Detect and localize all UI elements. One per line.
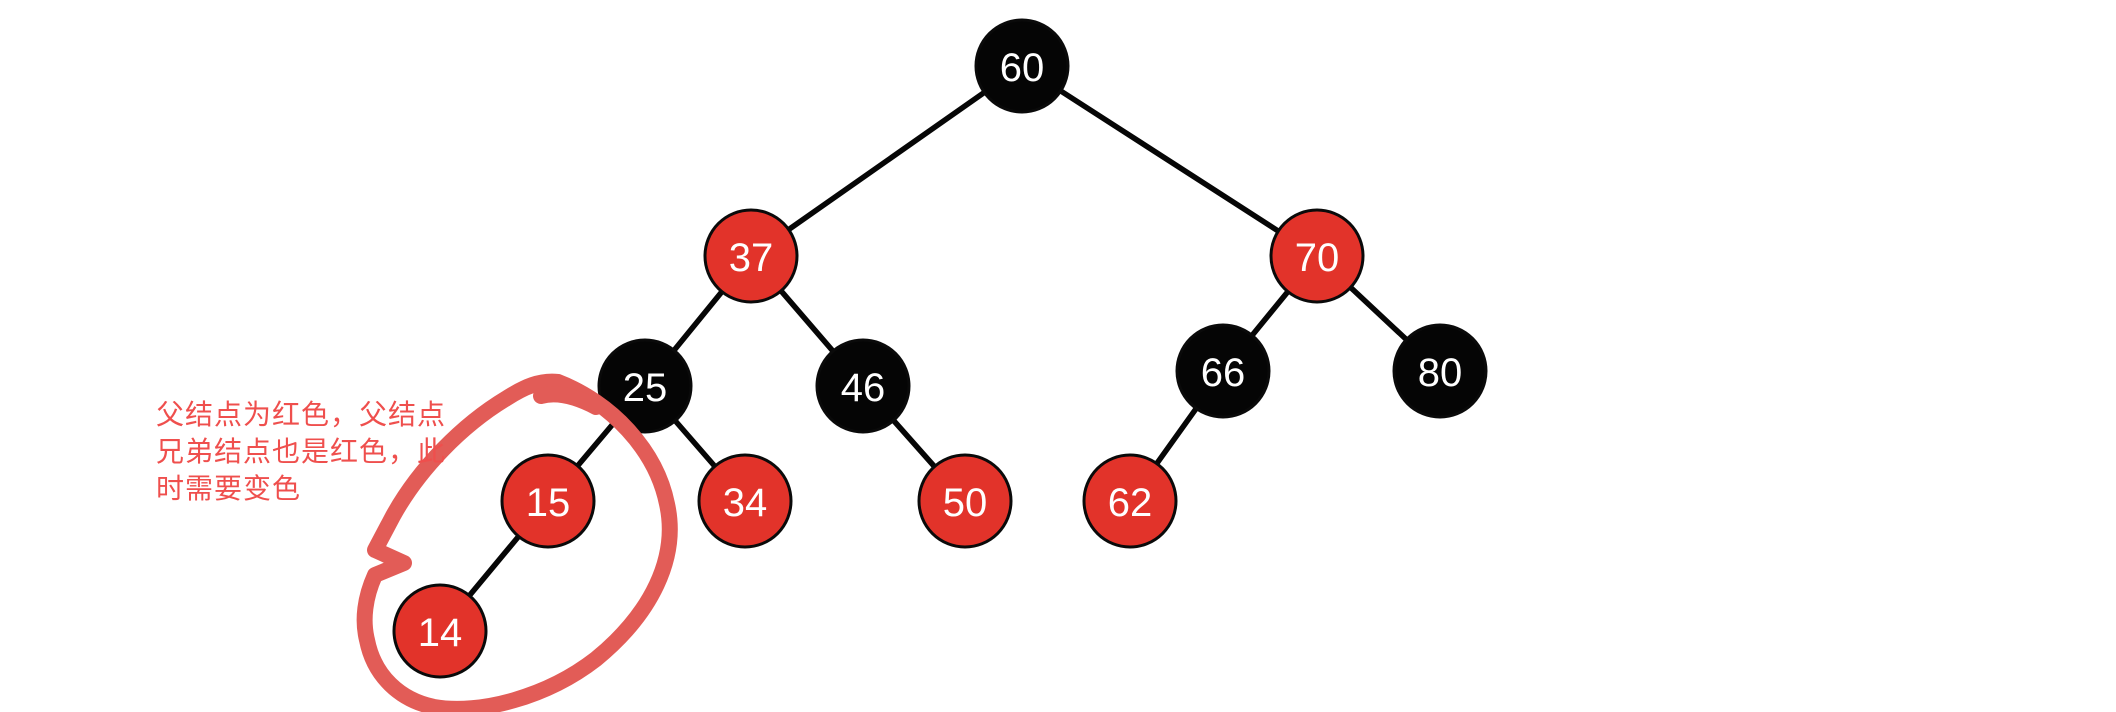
tree-edge-60-70 (1019, 63, 1320, 259)
tree-node-circle-50 (917, 453, 1013, 549)
tree-node-circle-14 (392, 583, 488, 679)
tree-node-80: 80 (1392, 323, 1488, 419)
tree-node-label-62: 62 (1108, 481, 1153, 525)
tree-edge-60-37 (748, 63, 1025, 259)
tree-node-circle-37 (703, 208, 799, 304)
tree-node-15: 15 (500, 453, 596, 549)
tree-node-label-66: 66 (1201, 351, 1246, 395)
tree-node-label-60: 60 (1000, 46, 1045, 90)
tree-node-label-14: 14 (418, 611, 463, 655)
tree-node-label-25: 25 (623, 366, 668, 410)
annotation-text-line-1: 父结点为红色，父结点 (156, 399, 447, 430)
tree-node-circle-66 (1175, 323, 1271, 419)
tree-node-46: 46 (815, 338, 911, 434)
tree-node-60: 60 (974, 18, 1070, 114)
tree-node-66: 66 (1175, 323, 1271, 419)
tree-node-label-37: 37 (729, 236, 774, 280)
annotation-text: 父结点为红色，父结点 兄弟结点也是红色，此 时需要变色 (156, 396, 446, 507)
tree-node-25: 25 (597, 338, 693, 434)
tree-node-50: 50 (917, 453, 1013, 549)
tree-node-circle-70 (1269, 208, 1365, 304)
tree-node-label-80: 80 (1418, 351, 1463, 395)
hand-drawn-circle-annotation (356, 373, 678, 712)
tree-node-label-15: 15 (526, 481, 571, 525)
tree-node-circle-60 (974, 18, 1070, 114)
tree-node-circle-62 (1082, 453, 1178, 549)
tree-node-circle-80 (1392, 323, 1488, 419)
tree-node-34: 34 (697, 453, 793, 549)
tree-node-label-50: 50 (943, 481, 988, 525)
annotation-text-line-2: 兄弟结点也是红色，此 (156, 436, 447, 467)
tree-node-label-34: 34 (723, 481, 768, 525)
nodes-layer: 60 37 70 25 46 66 80 15 34 50 62 14 (392, 18, 1488, 679)
tree-node-label-70: 70 (1295, 236, 1340, 280)
tree-node-70: 70 (1269, 208, 1365, 304)
edges-layer (437, 63, 1443, 634)
tree-node-14: 14 (392, 583, 488, 679)
tree-node-37: 37 (703, 208, 799, 304)
tree-node-circle-15 (500, 453, 596, 549)
tree-node-62: 62 (1082, 453, 1178, 549)
pen-start-tail (533, 386, 604, 415)
tree-node-circle-25 (597, 338, 693, 434)
annotation-loop-layer (356, 373, 678, 712)
tree-node-circle-34 (697, 453, 793, 549)
tree-node-label-46: 46 (841, 366, 886, 410)
annotation-text-line-3: 时需要变色 (156, 473, 302, 504)
tree-node-circle-46 (815, 338, 911, 434)
